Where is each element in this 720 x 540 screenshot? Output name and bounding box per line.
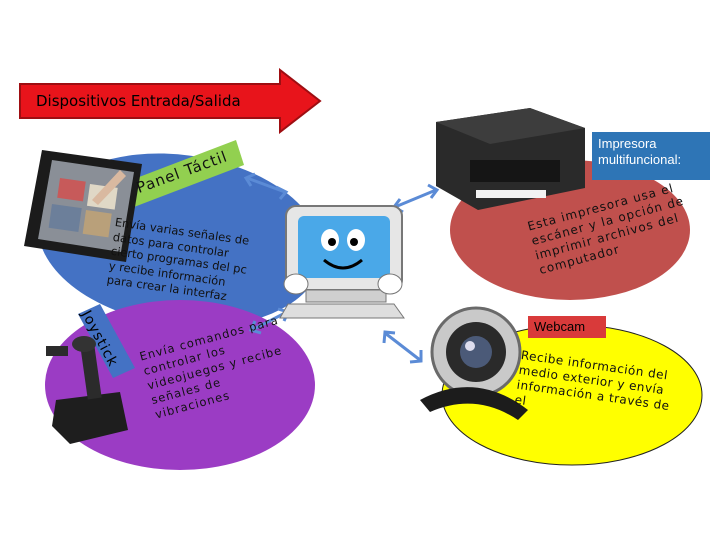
printer-image — [436, 108, 585, 210]
joystick-label-bar — [78, 304, 135, 378]
printer-label-line: multifuncional: — [598, 152, 682, 167]
computer-mascot-image — [279, 205, 405, 319]
printer-label-line: Impresora — [598, 136, 657, 151]
webcam-label-bar — [528, 316, 606, 338]
panel-pc-arrow — [243, 172, 289, 200]
diagram-title: Dispositivos Entrada/Salida — [36, 92, 241, 110]
printer-pc-arrow — [391, 183, 440, 214]
webcam-image — [420, 306, 528, 420]
panel-label-bar — [126, 140, 244, 207]
title-arrow — [19, 68, 322, 134]
printer-label-bar — [592, 132, 710, 180]
joystick-image — [46, 336, 128, 444]
touch-panel-image — [24, 150, 142, 262]
webcam-label: Webcam — [534, 319, 586, 334]
printer-label: Impresora multifuncional: — [598, 136, 681, 168]
webcam-pc-arrow — [382, 330, 423, 364]
